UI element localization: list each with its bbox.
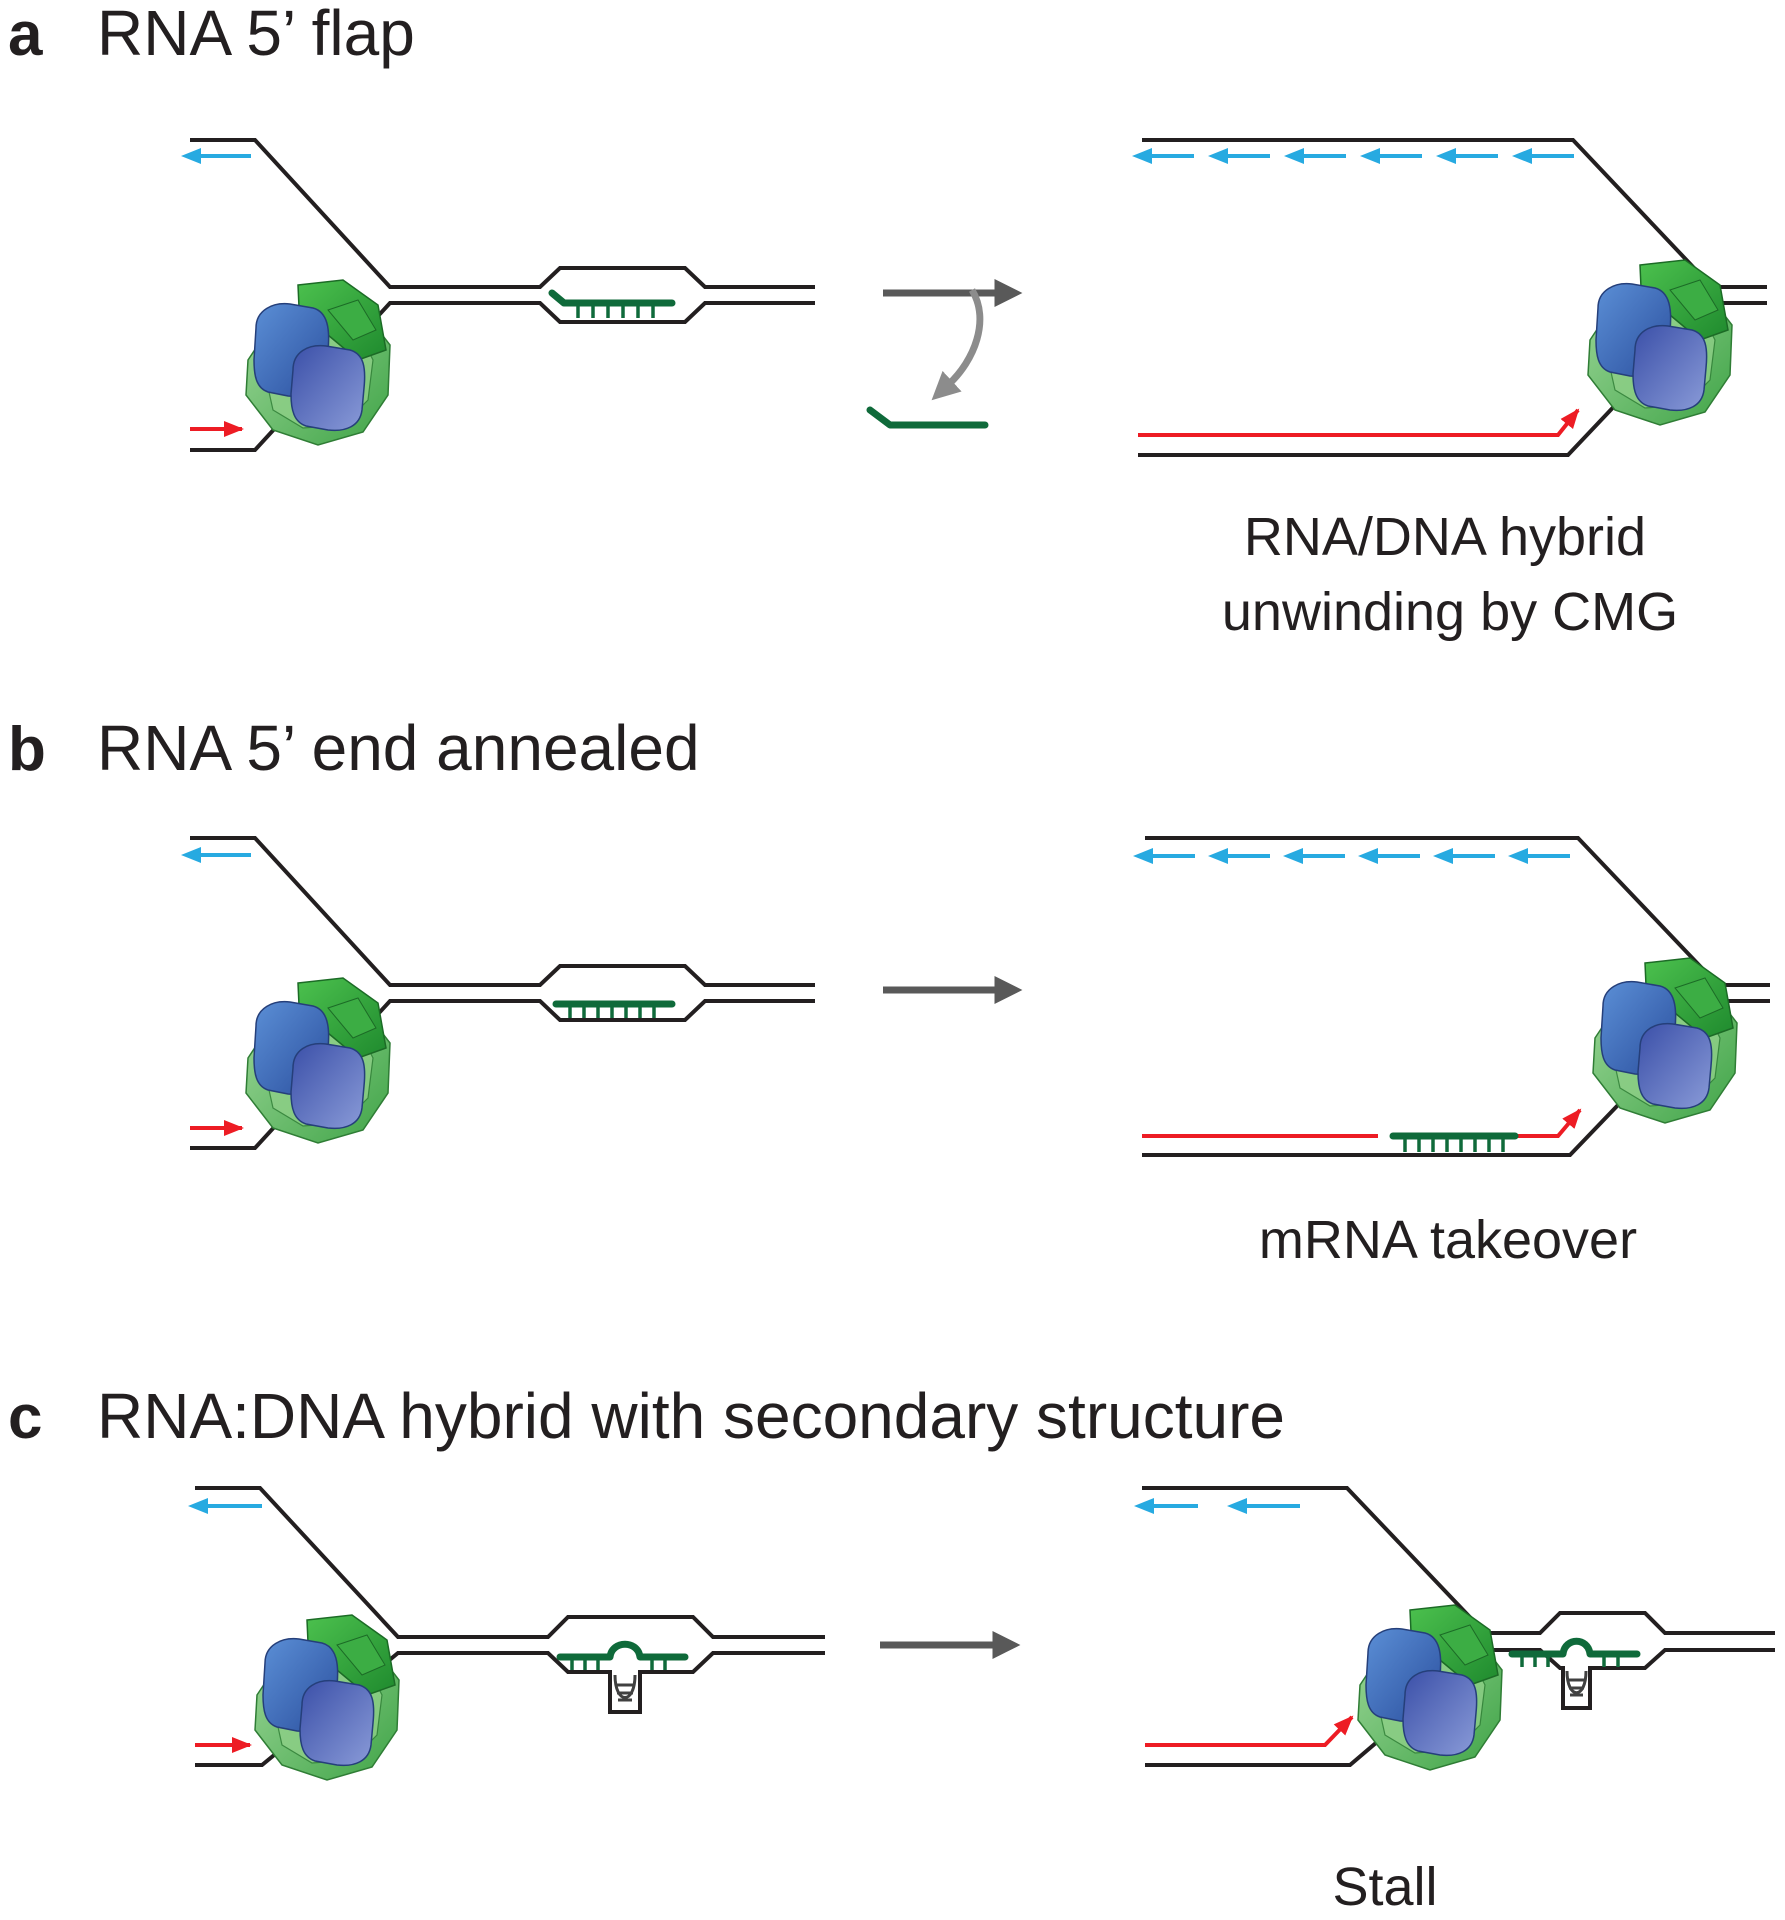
reaction-arrow-a xyxy=(866,279,1023,429)
released-rna xyxy=(866,406,989,429)
cmg-helicase-icon xyxy=(245,977,391,1144)
caption-c: Stall xyxy=(1332,1857,1437,1917)
panel-c-title: RNA:DNA hybrid with secondary structure xyxy=(97,1380,1285,1452)
rna-dna-basepairs xyxy=(576,303,655,318)
fork-c-after xyxy=(1134,1486,1775,1771)
rna-dna-basepairs xyxy=(570,1657,667,1670)
parental-strand-top xyxy=(190,138,815,289)
caption-b: mRNA takeover xyxy=(1259,1210,1637,1270)
fork-b-after xyxy=(1133,836,1770,1157)
panel-a-title: RNA 5’ flap xyxy=(97,0,415,69)
panel-c: c RNA:DNA hybrid with secondary structur… xyxy=(8,1380,1775,1917)
leading-strand-extended xyxy=(1138,408,1580,437)
fork-a-before xyxy=(181,138,815,452)
panel-a-letter: a xyxy=(8,0,43,69)
dna-secondary-structure xyxy=(1565,1670,1588,1697)
parental-strand-top-after xyxy=(1142,138,1767,289)
panel-b: b RNA 5’ end annealed xyxy=(8,712,1770,1270)
cmg-helicase-icon xyxy=(254,1614,400,1781)
panel-a: a RNA 5’ flap xyxy=(8,0,1767,642)
rna-with-hairpin xyxy=(556,1640,689,1661)
rna-dna-basepairs xyxy=(568,1004,656,1018)
parental-strand-top-after xyxy=(1142,1486,1775,1635)
parental-strand-top-after xyxy=(1145,836,1770,987)
cmg-helicase-icon xyxy=(245,279,391,446)
caption-a-line1: RNA/DNA hybrid xyxy=(1244,507,1646,567)
cmg-helicase-icon xyxy=(1592,957,1738,1124)
dna-secondary-structure xyxy=(613,1674,637,1702)
fork-b-before xyxy=(181,836,815,1150)
rna-with-hairpin xyxy=(1508,1637,1641,1658)
rna-flap xyxy=(548,289,676,307)
parental-strand-top xyxy=(195,1486,825,1639)
parental-strand-top xyxy=(190,836,815,987)
rna-release-arrow-icon xyxy=(931,288,984,401)
panel-b-letter: b xyxy=(8,715,46,784)
caption-a-line2: unwinding by CMG xyxy=(1222,582,1678,642)
panel-b-title: RNA 5’ end annealed xyxy=(97,712,700,784)
leading-strand-extended xyxy=(1145,1715,1354,1747)
fork-a-after xyxy=(1132,138,1767,457)
rna-dna-basepairs xyxy=(1520,1654,1620,1667)
cmg-helicase-icon xyxy=(1587,259,1733,426)
fork-c-before xyxy=(188,1486,825,1781)
panel-c-letter: c xyxy=(8,1383,42,1452)
leading-strand-from-rna xyxy=(1515,1108,1582,1138)
rna-dna-basepairs xyxy=(1403,1136,1505,1152)
cmg-helicase-icon xyxy=(1357,1604,1503,1771)
